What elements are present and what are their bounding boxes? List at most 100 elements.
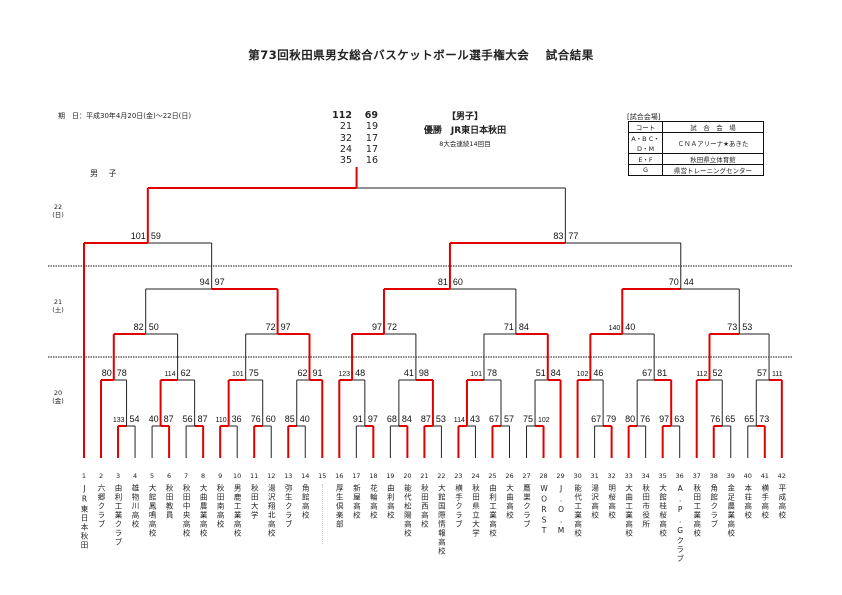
champion-streak: 8大会連続14回目 — [439, 140, 491, 148]
team-name: JR東日本秋田 — [80, 484, 89, 550]
team-name: 秋田市役所 — [641, 484, 651, 529]
match-score-left: 76 — [251, 414, 261, 424]
team-name — [321, 484, 323, 544]
team-name: 鷹巣クラブ — [522, 484, 532, 529]
team-number: 25 — [488, 472, 497, 480]
team-number: 11 — [250, 472, 259, 480]
venue-caption: [試合会場] — [627, 113, 661, 121]
match-score-right: 40 — [625, 322, 635, 332]
match-score-right: 78 — [117, 368, 127, 378]
team-name: 由利高校 — [386, 484, 396, 520]
team-name: 大曲高校 — [505, 484, 515, 520]
team-number: 18 — [369, 472, 378, 480]
match-score-right: 78 — [487, 368, 497, 378]
day-weekday: (日) — [52, 211, 64, 219]
match-score-left: 80 — [102, 368, 112, 378]
match-score-left: 94 — [200, 277, 210, 287]
final-score-right: 69 — [364, 110, 378, 121]
team-number: 24 — [471, 472, 480, 480]
team-name: 大曲工業高校 — [624, 484, 634, 538]
team-name: 角館高校 — [301, 484, 311, 520]
quarter-score-left: 24 — [339, 143, 352, 155]
quarter-score-left: 35 — [339, 155, 352, 167]
match-score-left: 102 — [577, 371, 589, 378]
match-score-left: 140 — [609, 325, 621, 332]
match-score-left: 85 — [285, 414, 295, 424]
match-score-right: 53 — [436, 414, 446, 424]
match-score-right: 98 — [419, 368, 429, 378]
match-score-right: 73 — [759, 414, 769, 424]
team-entry: 25 由利工業高校 — [485, 472, 499, 538]
match-score-left: 41 — [404, 368, 414, 378]
team-name: 花輪高校 — [369, 484, 379, 520]
quarter-score-left: 21 — [339, 121, 352, 133]
match-score-left: 101 — [232, 371, 244, 378]
team-number: 17 — [352, 472, 361, 480]
match-score-left: 57 — [757, 368, 767, 378]
match-score-left: 75 — [523, 414, 533, 424]
team-number: 7 — [184, 472, 189, 480]
page-title: 第73回秋田県男女総合バスケットボール選手権大会 試合結果 — [248, 48, 594, 62]
day-label-22: 22(日) — [48, 203, 68, 219]
final-score-left: 112 — [332, 110, 352, 121]
team-number: 26 — [505, 472, 514, 480]
match-score-left: 67 — [591, 414, 601, 424]
team-number: 40 — [743, 472, 752, 480]
team-name: 由利工業高校 — [488, 484, 498, 538]
match-score-right: 43 — [470, 414, 480, 424]
match-score-right: 65 — [725, 414, 735, 424]
day-number: 22 — [53, 203, 63, 211]
team-entry: 26 大曲高校 — [503, 472, 517, 520]
day-label-21: 21(土) — [48, 298, 68, 314]
match-score-right: 97 — [215, 277, 225, 287]
match-score-left: 72 — [266, 322, 276, 332]
match-score-left: 123 — [338, 371, 350, 378]
match-score-left: 40 — [149, 414, 159, 424]
match-score-right: 87 — [198, 414, 208, 424]
match-score-right: 79 — [606, 414, 616, 424]
team-name: 横手高校 — [760, 484, 770, 520]
match-score-right: 44 — [684, 277, 694, 287]
match-score-right: 84 — [551, 368, 561, 378]
team-number: 12 — [267, 472, 276, 480]
match-score-left: 114 — [164, 371, 175, 378]
match-score-right: 77 — [568, 231, 578, 241]
match-score-right: 57 — [504, 414, 514, 424]
match-score-right: 54 — [130, 414, 140, 424]
match-score-left: 101 — [470, 371, 482, 378]
team-number: 2 — [98, 472, 104, 480]
team-entry: 7 秋田中央高校 — [179, 472, 193, 538]
team-number: 20 — [403, 472, 412, 480]
team-name: 角館クラブ — [709, 484, 719, 529]
match-score-left: 67 — [642, 368, 652, 378]
team-number: 4 — [132, 472, 138, 480]
team-number: 8 — [201, 472, 206, 480]
match-score-left: 62 — [297, 368, 307, 378]
team-name: 大館桂桜高校 — [658, 484, 668, 538]
match-score-left: 110 — [215, 417, 226, 424]
team-number: 22 — [437, 472, 446, 480]
quarter-score-right: 16 — [365, 155, 378, 167]
team-name: 秋田中央高校 — [182, 484, 192, 538]
